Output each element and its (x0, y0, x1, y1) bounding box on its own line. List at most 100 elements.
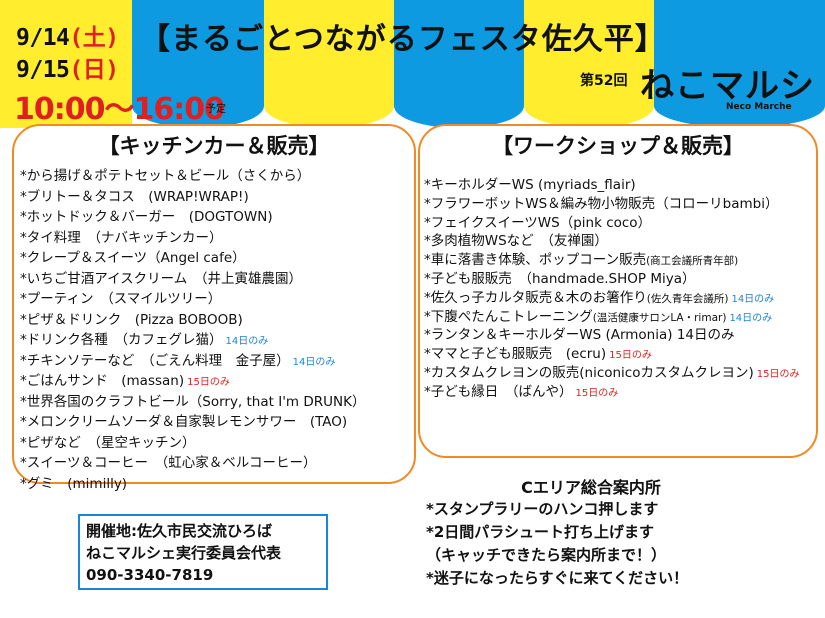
date-only-note: 14日のみ (292, 356, 336, 368)
list-item: *下腹ぺたんこトレーニング(温活健康サロンLA・rimar)14日のみ (424, 308, 800, 327)
date-only-note: 15日のみ (187, 377, 230, 388)
list-item-text: *グミ (mimilly) (20, 475, 128, 492)
list-item-organizer: (佐久青年会議所) (646, 292, 729, 305)
awning-stripe (264, 0, 394, 128)
venue-organizer: ねこマルシェ実行委員会代表 (86, 544, 282, 562)
date-only-note: 15日のみ (575, 387, 619, 399)
list-item: *スイーツ＆コーヒー （虹心家＆ベルコーヒー） (20, 453, 365, 474)
list-item-text: *ドリンク各種 （カフェグレ猫） (20, 332, 223, 348)
list-item: *ブリトー＆タコス (WRAP!WRAP!) (20, 187, 365, 208)
list-item-text: *フェイクスイーツWS（pink coco） (424, 214, 652, 231)
workshop-list: *キーホルダーWS (myriads_flair) *フラワーボットWS＆編み物小… (424, 176, 800, 402)
kitchen-panel: 【キッチンカー＆販売】 *から揚げ＆ポテトセット＆ビール（さくから） *ブリトー＆… (12, 124, 416, 492)
list-item: *チキンソテーなど （ごえん料理 金子屋）14日のみ (20, 351, 365, 372)
list-item: *ごはんサンド (massan)15日のみ (20, 371, 365, 392)
list-item: *いちご甘酒アイスクリーム （井上寅雄農園） (20, 269, 365, 290)
awning-stripe (394, 0, 524, 128)
list-item-text: *下腹ぺたんこトレーニング (424, 308, 593, 325)
list-item: *プーティン （スマイルツリー） (20, 289, 365, 310)
venue-box: 開催地:佐久市民交流ひろば ねこマルシェ実行委員会代表 090-3340-781… (78, 514, 328, 590)
info-section: Cエリア総合案内所 *スタンプラリーのハンコ押します *2日間パラシュート打ち上… (426, 474, 806, 590)
date-only-note: 14日のみ (729, 312, 773, 324)
list-item-text: *タイ料理 （ナバキッチンカー） (20, 229, 223, 246)
list-item-organizer: (商工会議所青年部) (646, 255, 739, 268)
list-item: *ピザ＆ドリンク (Pizza BOBOOB) (20, 310, 365, 331)
time-note: 予定 (206, 104, 226, 115)
list-item: *車に落書き体験、ポップコーン販売(商工会議所青年部) (424, 251, 800, 270)
list-item: *ママと子ども服販売 (ecru)15日のみ (424, 345, 800, 364)
list-item: *ドリンク各種 （カフェグレ猫）14日のみ (20, 330, 365, 351)
list-item-text: *キーホルダーWS (myriads_flair) (424, 177, 636, 193)
event-date-1: 9/14(土) (16, 18, 119, 52)
list-item-text: *スイーツ＆コーヒー （虹心家＆ベルコーヒー） (20, 455, 317, 471)
list-item-text: *から揚げ＆ポテトセット＆ビール（さくから） (20, 168, 311, 184)
date-only-note: 15日のみ (609, 350, 652, 362)
list-item-text: *カスタムクレヨンの販売(niconicoカスタムクレヨン) (424, 364, 754, 381)
list-item: *クレープ＆スイーツ（Angel cafe） (20, 248, 365, 269)
workshop-panel-title: 【ワークショップ＆販売】 (492, 134, 744, 158)
list-item-text: *チキンソテーなど （ごえん料理 金子屋） (20, 352, 290, 369)
list-item-text: *プーティン （スマイルツリー） (20, 291, 222, 307)
kitchen-panel-title: 【キッチンカー＆販売】 (98, 134, 330, 158)
date-text: 9/14 (16, 25, 70, 51)
list-item: *グミ (mimilly) (20, 474, 365, 495)
awning-stripe (524, 0, 654, 128)
list-item-text: *子ども縁日 （ばんや） (424, 383, 573, 400)
list-item-text: *ピザ＆ドリンク (Pizza BOBOOB) (20, 311, 243, 328)
list-item-text: *いちご甘酒アイスクリーム （井上寅雄農園） (20, 270, 303, 287)
event-date-2: 9/15(日) (16, 50, 119, 84)
date-text: 9/15 (16, 57, 70, 83)
list-item: *から揚げ＆ポテトセット＆ビール（さくから） (20, 166, 365, 187)
list-item-text: *ピザなど （星空キッチン） (20, 434, 196, 451)
brand-subtitle: Neco Marche (726, 102, 792, 112)
info-line: *スタンプラリーのハンコ押します (426, 500, 659, 518)
list-item-text: *メロンクリームソーダ＆自家製レモンサワー (TAO) (20, 414, 348, 430)
event-time: 10:00～16:00 (14, 92, 225, 127)
list-item-text: *世界各国のクラフトビール（Sorry, that I'm DRUNK） (20, 393, 366, 410)
list-item-text: *ごはんサンド (massan) (20, 373, 185, 389)
list-item: *タイ料理 （ナバキッチンカー） (20, 228, 365, 249)
info-line: （キャッチできたら案内所まで！） (426, 546, 667, 564)
awning-stripe (654, 0, 825, 128)
list-item: *メロンクリームソーダ＆自家製レモンサワー (TAO) (20, 412, 365, 433)
list-item: *フェイクスイーツWS（pink coco） (424, 214, 800, 233)
awning-stripe (0, 0, 132, 128)
venue-location: 開催地:佐久市民交流ひろば (86, 522, 272, 540)
edition-label: 第52回 (580, 73, 628, 89)
list-item: *多肉植物WSなど （友禅園） (424, 232, 800, 251)
awning-stripe (132, 0, 264, 128)
page-title: 【まるごとつながるフェスタ佐久平】 (140, 22, 666, 57)
list-item-text: *佐久っ子カルタ販売＆木のお箸作り (424, 289, 647, 306)
kitchen-list: *から揚げ＆ポテトセット＆ビール（さくから） *ブリトー＆タコス (WRAP!WR… (20, 166, 365, 494)
list-item-text: *ブリトー＆タコス (WRAP!WRAP!) (20, 188, 249, 205)
date-only-note: 15日のみ (756, 368, 800, 380)
list-item: *キーホルダーWS (myriads_flair) (424, 176, 800, 195)
info-line: *迷子になったらすぐに来てください！ (426, 569, 689, 587)
list-item-organizer: (温活健康サロンLA・rimar) (592, 311, 727, 324)
awning-background (0, 0, 825, 128)
workshop-panel: 【ワークショップ＆販売】 *キーホルダーWS (myriads_flair) *フ… (418, 124, 818, 458)
info-title: Cエリア総合案内所 (521, 478, 661, 497)
info-line: *2日間パラシュート打ち上げます (426, 523, 654, 541)
date-only-note: 14日のみ (225, 336, 269, 347)
list-item-text: *多肉植物WSなど （友禅園） (424, 233, 608, 250)
list-item: *子ども縁日 （ばんや）15日のみ (424, 383, 800, 402)
list-item: *子ども服販売 （handmade.SHOP Miya） (424, 270, 800, 289)
day-of-week: (土) (69, 25, 119, 51)
list-item: *世界各国のクラフトビール（Sorry, that I'm DRUNK） (20, 392, 365, 413)
list-item: *ランタン＆キーホルダーWS (Armonia) 14日のみ (424, 326, 800, 345)
list-item: *ピザなど （星空キッチン） (20, 433, 365, 454)
day-of-week: (日) (69, 57, 119, 83)
list-item-text: *ランタン＆キーホルダーWS (Armonia) 14日のみ (424, 327, 735, 344)
venue-phone: 090-3340-7819 (86, 566, 214, 584)
list-item-text: *フラワーボットWS＆編み物小物販売（コローリbambi） (424, 195, 779, 212)
list-item: *フラワーボットWS＆編み物小物販売（コローリbambi） (424, 195, 800, 214)
list-item-text: *子ども服販売 （handmade.SHOP Miya） (424, 270, 696, 287)
list-item: *カスタムクレヨンの販売(niconicoカスタムクレヨン)15日のみ (424, 364, 800, 383)
date-only-note: 14日のみ (731, 293, 775, 305)
list-item-text: *クレープ＆スイーツ（Angel cafe） (20, 250, 246, 266)
list-item: *佐久っ子カルタ販売＆木のお箸作り(佐久青年会議所)14日のみ (424, 289, 800, 308)
list-item-text: *ママと子ども服販売 (ecru) (424, 346, 607, 363)
list-item: *ホットドック＆バーガー (DOGTOWN) (20, 207, 365, 228)
list-item-text: *車に落書き体験、ポップコーン販売 (424, 252, 647, 269)
